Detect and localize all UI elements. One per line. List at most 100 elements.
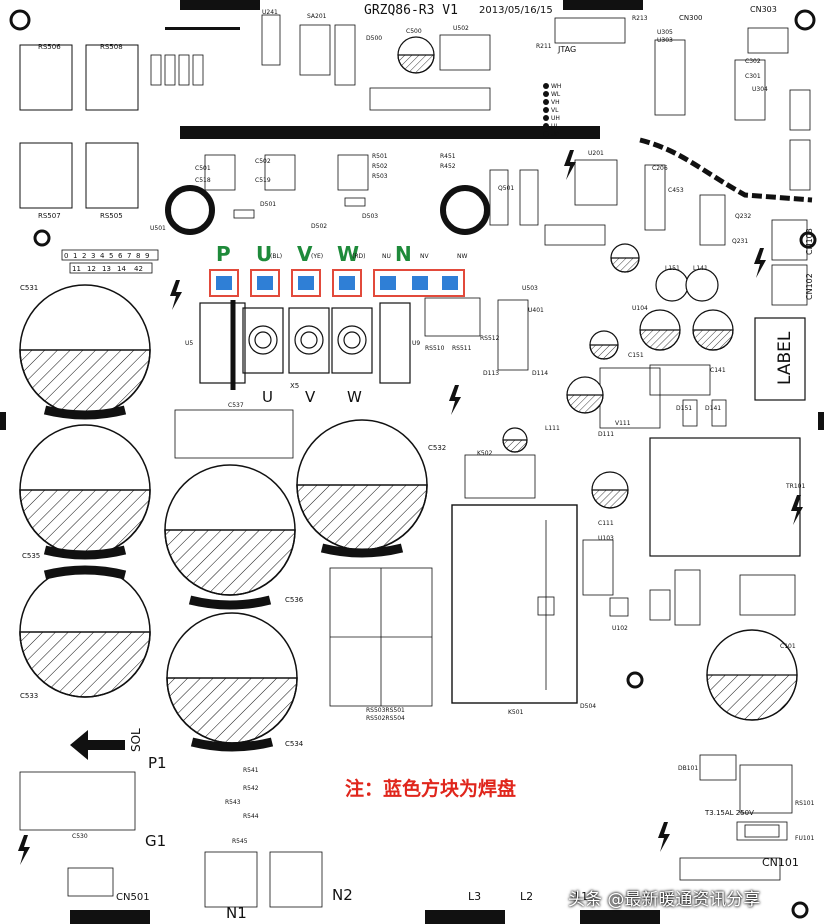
part-label-r542: R542 — [243, 785, 259, 792]
pad-label-bl: (BL) — [270, 253, 282, 260]
tp-wh: WH — [551, 83, 561, 90]
pad-label-rd: (RD) — [352, 253, 365, 260]
part-label-k502: K502 — [477, 450, 493, 457]
tp-up: UP — [551, 131, 559, 138]
part-label-rs503: RS503RS501 — [366, 707, 405, 714]
hv-warning-marks — [18, 150, 803, 865]
part-label-0: 11 — [72, 265, 81, 273]
connector-n1: N1 — [226, 904, 247, 922]
connector-l3: L3 — [468, 890, 481, 903]
part-label-u102: U102 — [612, 625, 628, 632]
label-box-text: LABEL — [775, 331, 795, 385]
part-label-rs502: RS502RS504 — [366, 715, 405, 722]
part-label-c141: C141 — [710, 367, 726, 374]
pad-letter-n: N — [395, 242, 412, 266]
sol-arrow — [70, 730, 125, 760]
part-label-c302: C302 — [745, 58, 761, 65]
part-label-u104: U104 — [632, 305, 648, 312]
part-label-c501: C501 — [195, 165, 211, 172]
edge-bar-bottom-1 — [70, 910, 150, 924]
pad-letter-u: U — [256, 242, 272, 266]
label-rs507: RS507 — [38, 212, 61, 220]
tp-wl: WL — [551, 91, 561, 98]
tp-uh: UH — [551, 115, 560, 122]
pad-letter-p: P — [216, 242, 231, 266]
cap-c533: C533 — [20, 692, 38, 700]
part-label-d114: D114 — [532, 370, 548, 377]
part-label-d502: D502 — [311, 223, 327, 230]
part-label-r452: R452 — [440, 163, 456, 170]
part-label-r501: R501 — [372, 153, 388, 160]
pad-label-nw: NW — [457, 253, 467, 260]
part-label-r503: R503 — [372, 173, 388, 180]
part-label-d141: D141 — [705, 405, 721, 412]
part-label-sa201: SA201 — [307, 13, 327, 20]
part-label-c301: C301 — [745, 73, 761, 80]
connector-cn303: CN303 — [750, 5, 777, 14]
part-label-3: 3 — [91, 252, 95, 260]
terminal-v: V — [305, 388, 316, 406]
cap-c531: C531 — [20, 284, 38, 292]
part-label-d503: D503 — [362, 213, 378, 220]
board-date: 2013/05/16/15 — [479, 5, 553, 16]
part-label-rs512: RS512 — [480, 335, 500, 342]
terminal-block — [199, 300, 411, 390]
board-title: GRZQ86-R3 V1 — [364, 3, 458, 18]
part-label-r543: R543 — [225, 799, 241, 806]
part-label-1: 12 — [87, 265, 96, 273]
connector-cn101: CN101 — [762, 856, 799, 869]
part-label-c453: C453 — [668, 187, 684, 194]
edge-bar-top-1 — [180, 0, 260, 10]
part-label-l141: L141 — [693, 265, 708, 272]
pad-letter-v: V — [297, 242, 313, 266]
watermark: 头条 @最新暖通资讯分享 — [568, 890, 761, 910]
part-label-u5: U5 — [185, 340, 193, 347]
part-label-c206: C206 — [652, 165, 668, 172]
label-rs506: RS506 — [38, 43, 61, 51]
part-label-u303: U303 — [657, 37, 673, 44]
part-label-0: 0 — [64, 252, 68, 260]
part-label-8: 8 — [136, 252, 140, 260]
part-label-u103: U103 — [598, 535, 614, 542]
part-label-u304: U304 — [752, 86, 768, 93]
cap-c535: C535 — [22, 552, 40, 560]
part-label-r213: R213 — [632, 15, 648, 22]
part-label-rs510: RS510 — [425, 345, 445, 352]
part-label-5: 5 — [109, 252, 113, 260]
tp-vl: VL — [551, 107, 559, 114]
solder-pad-note: 注：蓝色方块为焊盘 — [345, 778, 517, 800]
heatsink-bar — [180, 126, 600, 139]
part-label-7: 7 — [127, 252, 131, 260]
part-label-c502: C502 — [255, 158, 271, 165]
part-label-r211: R211 — [536, 43, 552, 50]
connector-p1: P1 — [148, 754, 167, 772]
part-label-u305: U305 — [657, 29, 673, 36]
part-label-d500: D500 — [366, 35, 382, 42]
terminal-u: U — [262, 388, 273, 406]
part-label-6: 6 — [118, 252, 123, 260]
edge-bar-bottom-3 — [580, 910, 660, 924]
part-label-4: 42 — [134, 265, 143, 273]
isolation-line — [639, 137, 813, 203]
cap-c532: C532 — [428, 444, 446, 452]
part-label-u241: U241 — [262, 9, 278, 16]
edge-bar-bottom-2 — [425, 910, 505, 924]
rs-resistor-group — [19, 44, 139, 209]
part-label-1: 1 — [73, 252, 77, 260]
part-label-c500: C500 — [406, 28, 422, 35]
cap-c536: C536 — [285, 596, 304, 604]
pad-letter-w: W — [337, 242, 359, 266]
part-label-q232: Q232 — [735, 213, 751, 220]
part-label-9: 9 — [145, 252, 149, 260]
part-label-rs101: RS101 — [795, 800, 815, 807]
part-label-rs511: RS511 — [452, 345, 472, 352]
cap-c534: C534 — [285, 740, 304, 748]
part-label-db101: DB101 — [678, 765, 698, 772]
part-label-2: 2 — [82, 252, 86, 260]
connector-cn103: CN103 — [805, 228, 814, 255]
fuse-rating: T3.15AL 250V — [704, 809, 754, 817]
sol-label: SOL — [129, 728, 143, 752]
connector-cn300: CN300 — [679, 14, 703, 22]
part-label-fu101: FU101 — [795, 835, 814, 842]
